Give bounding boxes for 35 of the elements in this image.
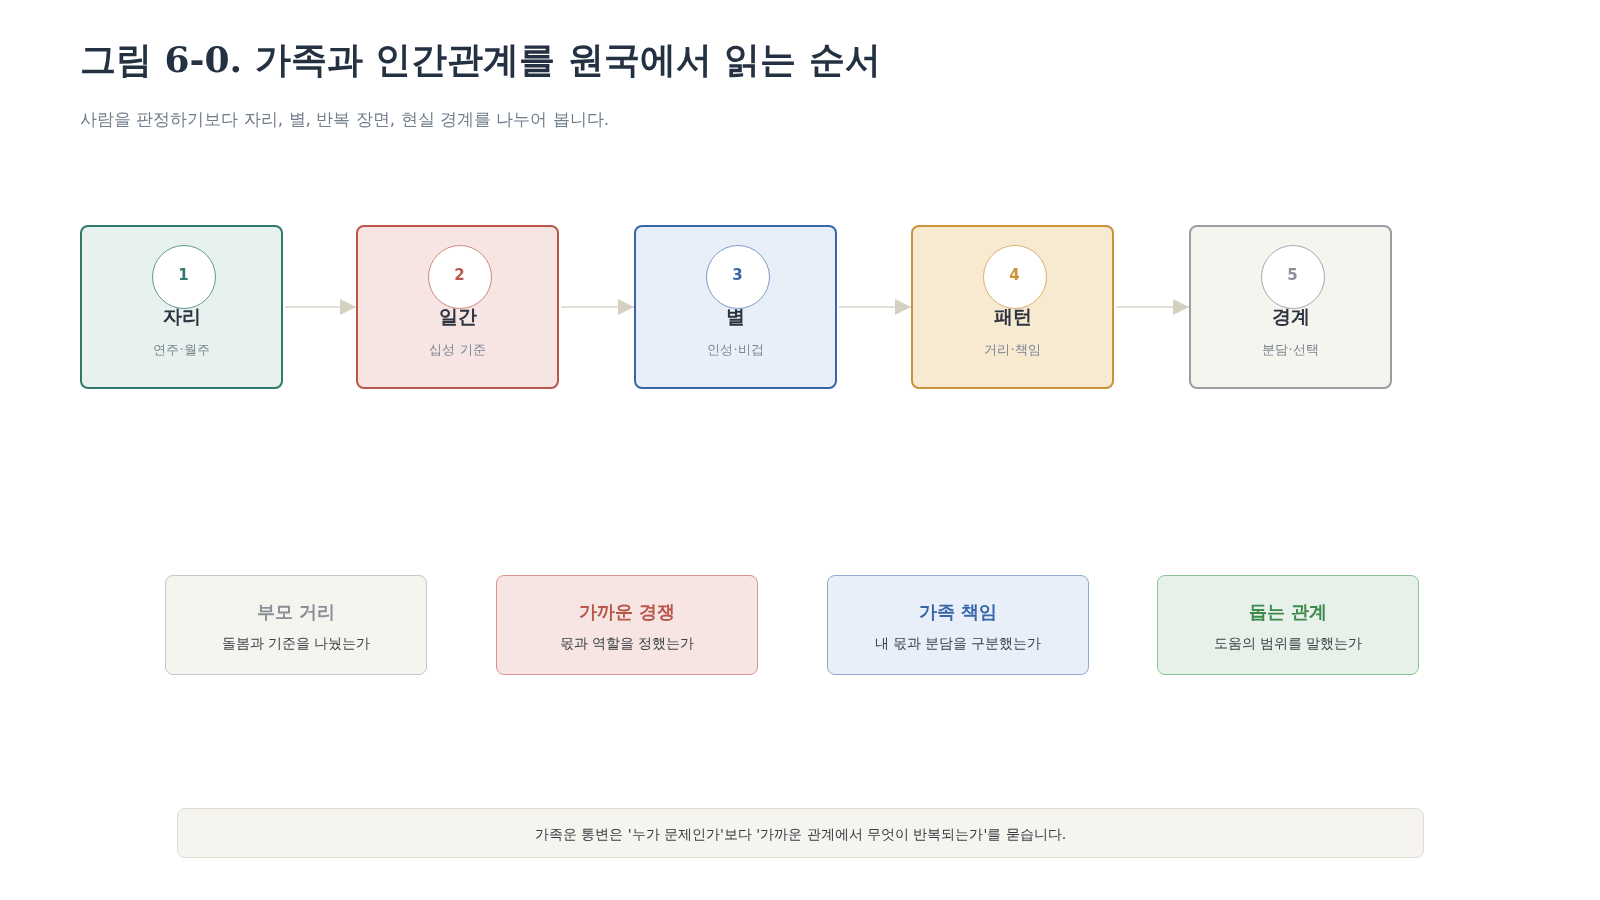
number-circle: 4 xyxy=(982,245,1047,309)
note-box xyxy=(177,808,1424,858)
number-circle: 3 xyxy=(705,245,770,309)
step-subtitle: 십성 기준 xyxy=(429,342,486,358)
card-title: 가족 책임 xyxy=(918,601,998,623)
card-text: 돌봄과 기준을 나눴는가 xyxy=(221,634,371,652)
card-text: 내 몫과 분담을 구분했는가 xyxy=(874,634,1042,652)
arrow xyxy=(838,299,912,315)
step-subtitle: 인성·비겁 xyxy=(707,342,764,358)
arrow xyxy=(560,299,635,315)
step-box xyxy=(911,225,1114,389)
arrow xyxy=(1115,299,1190,315)
question-card xyxy=(496,575,758,675)
card-title: 가까운 경쟁 xyxy=(578,601,676,623)
card-text: 도움의 범위를 말했는가 xyxy=(1213,634,1363,652)
step-box xyxy=(356,225,559,389)
number-circle: 2 xyxy=(427,245,492,309)
diagram-title: 그림 6-0. 가족과 인간관계를 원국에서 읽는 순서 xyxy=(80,38,881,82)
step-box xyxy=(634,225,837,389)
step-box xyxy=(80,225,283,389)
subtitle: 사람을 판정하기보다 자리, 별, 반복 장면, 현실 경계를 나누어 봅니다. xyxy=(80,109,610,130)
note-text: 가족운 통변은 '누가 문제인가'보다 '가까운 관계에서 무엇이 반복되는가'를 묻습니다. xyxy=(534,825,1067,843)
number-circle: 5 xyxy=(1260,245,1325,309)
card-title: 부모 거리 xyxy=(256,601,336,623)
step-subtitle: 연주·월주 xyxy=(153,342,210,358)
card-text: 몫과 역할을 정했는가 xyxy=(559,634,695,652)
step-subtitle: 거리·책임 xyxy=(984,342,1041,358)
question-card xyxy=(827,575,1089,675)
card-title: 돕는 관계 xyxy=(1248,601,1328,623)
question-card xyxy=(165,575,427,675)
step-subtitle: 분담·선택 xyxy=(1262,342,1319,358)
step-box xyxy=(1189,225,1392,389)
arrow xyxy=(284,299,357,315)
number-circle: 1 xyxy=(151,245,216,309)
question-card xyxy=(1157,575,1419,675)
